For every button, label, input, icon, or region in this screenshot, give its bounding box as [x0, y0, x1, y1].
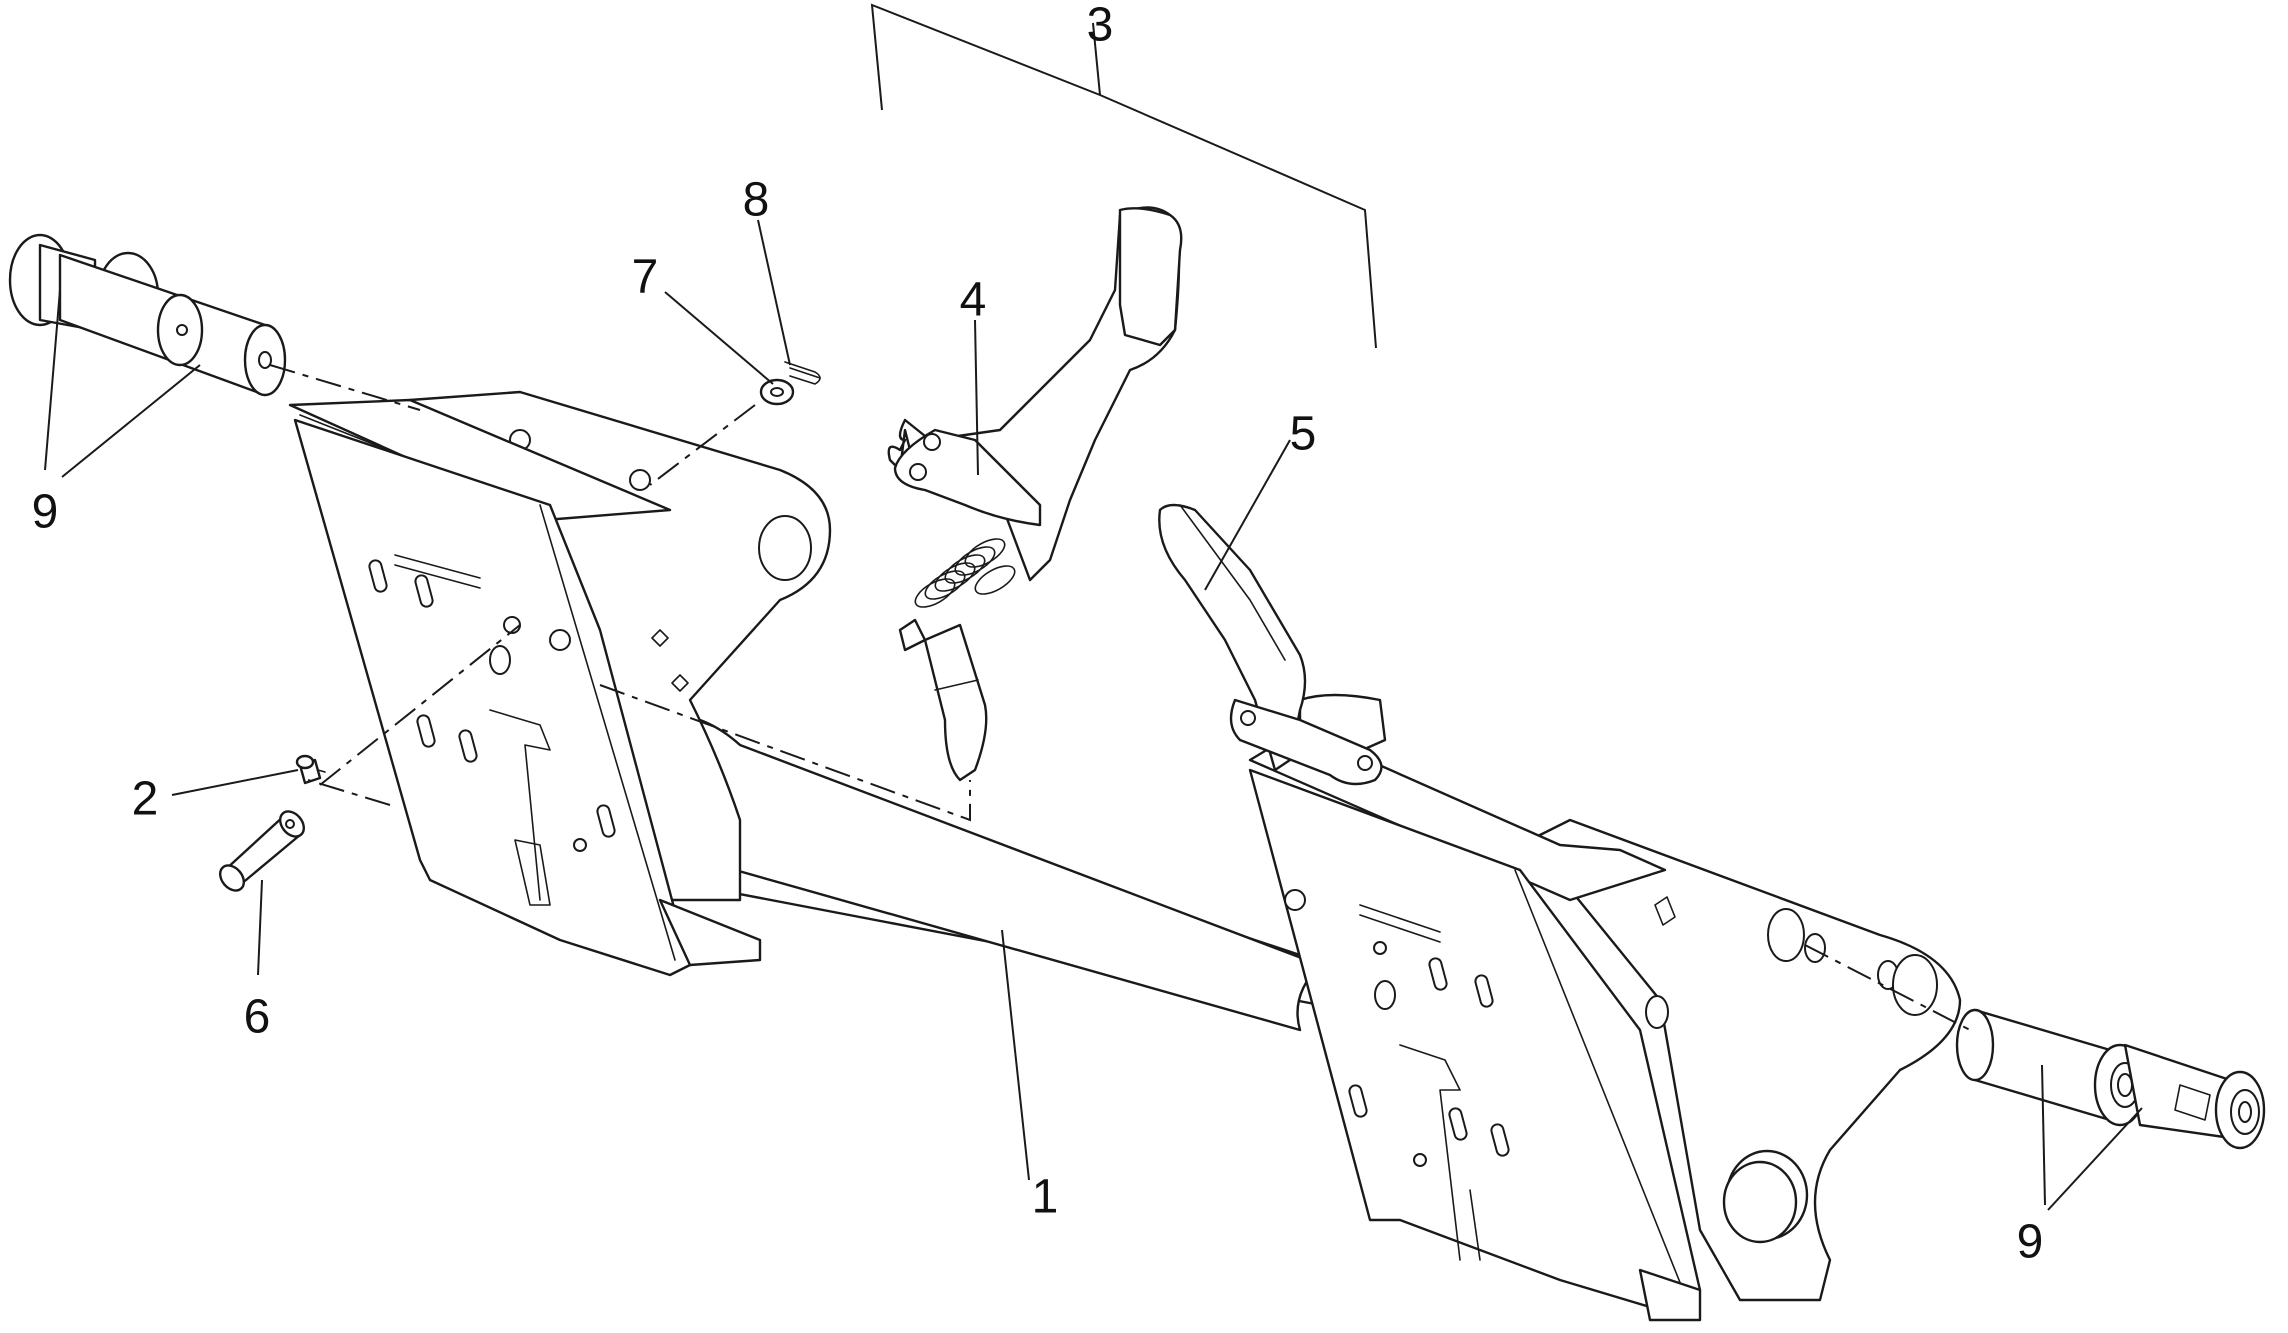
- callout-8: 8: [743, 174, 770, 227]
- clevis-pin-left-part-9: [8, 233, 287, 397]
- callout-5: 5: [1290, 408, 1317, 461]
- callout-1: 1: [1032, 1171, 1059, 1224]
- washer-part-7: [759, 378, 795, 406]
- callout-4: 4: [960, 274, 987, 327]
- spring: [914, 538, 1016, 608]
- callout-2: 2: [132, 773, 159, 826]
- lever-part-4: [887, 206, 1183, 782]
- grease-fitting-part-2: [295, 754, 326, 785]
- callout-3: 3: [1087, 0, 1114, 52]
- lever-part-5: [1158, 503, 1383, 786]
- left-bracket-assembly: [288, 390, 832, 977]
- leader-lines: [44, 22, 2143, 1211]
- callout-6: 6: [244, 991, 271, 1044]
- right-bracket-assembly: [1248, 693, 1962, 1322]
- cotter-pin-part-8: [784, 361, 821, 385]
- pin-part-6: [218, 810, 306, 892]
- callout-9-left: 9: [32, 486, 59, 539]
- callout-9-right: 9: [2017, 1216, 2044, 1269]
- clevis-pin-right-part-9: [1955, 1008, 2266, 1150]
- callout-7: 7: [632, 251, 659, 304]
- assembly-centerlines: [269, 364, 1971, 1031]
